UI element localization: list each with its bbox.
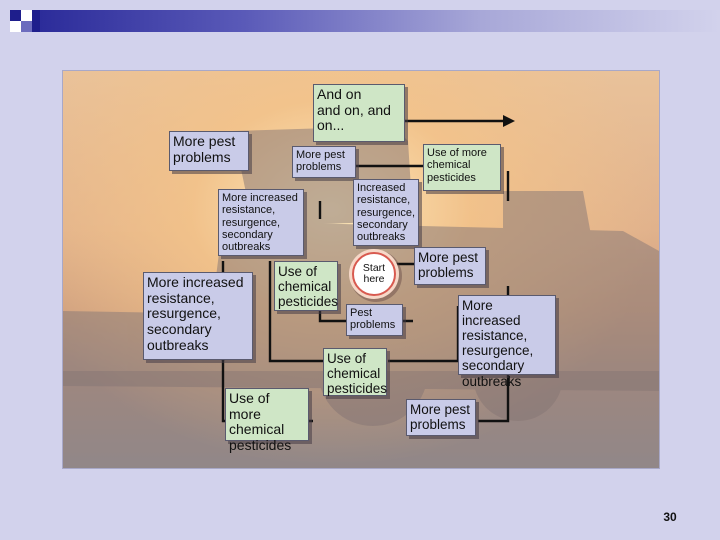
more-increased-resistance-right-box: More increased resistance, resurgence, s… bbox=[458, 295, 556, 375]
more-increased-resistance-left-box: More increased resistance, resurgence, s… bbox=[143, 272, 253, 360]
and-on-box: And on and on, and on... bbox=[313, 84, 405, 142]
more-pest-problems-top-box: More pest problems bbox=[292, 146, 356, 178]
corner-square-dark bbox=[10, 10, 21, 21]
corner-bar-dark bbox=[32, 10, 40, 32]
increased-resistance-inner-box: Increased resistance, resurgence, second… bbox=[353, 179, 419, 246]
use-of-chemical-inner-box: Use of chemical pesticides bbox=[274, 261, 338, 311]
pest-problems-box: Pest problems bbox=[346, 304, 403, 336]
pesticide-treadmill-diagram: And on and on, and on... More pest probl… bbox=[62, 70, 660, 469]
corner-square-light bbox=[21, 21, 32, 32]
page-number: 30 bbox=[650, 510, 690, 524]
more-increased-resistance-topleft-box: More increased resistance, resurgence, s… bbox=[218, 189, 304, 256]
more-pest-problems-outer-box: More pest problems bbox=[169, 131, 249, 171]
use-of-chemical-bottom-box: Use of chemical pesticides bbox=[323, 348, 387, 396]
more-pest-problems-right-box: More pest problems bbox=[414, 247, 486, 285]
use-of-more-chemical-top-box: Use of more chemical pesticides bbox=[423, 144, 501, 191]
corner-square-white bbox=[21, 10, 32, 21]
start-here-marker: Start here bbox=[352, 252, 396, 296]
use-of-more-chemical-bottom-box: Use of more chemical pesticides bbox=[225, 388, 309, 441]
arrowhead bbox=[503, 115, 515, 127]
title-bar-gradient bbox=[40, 10, 720, 32]
corner-square-white-lower bbox=[10, 21, 21, 32]
more-pest-problems-bottom-box: More pest problems bbox=[406, 399, 476, 436]
